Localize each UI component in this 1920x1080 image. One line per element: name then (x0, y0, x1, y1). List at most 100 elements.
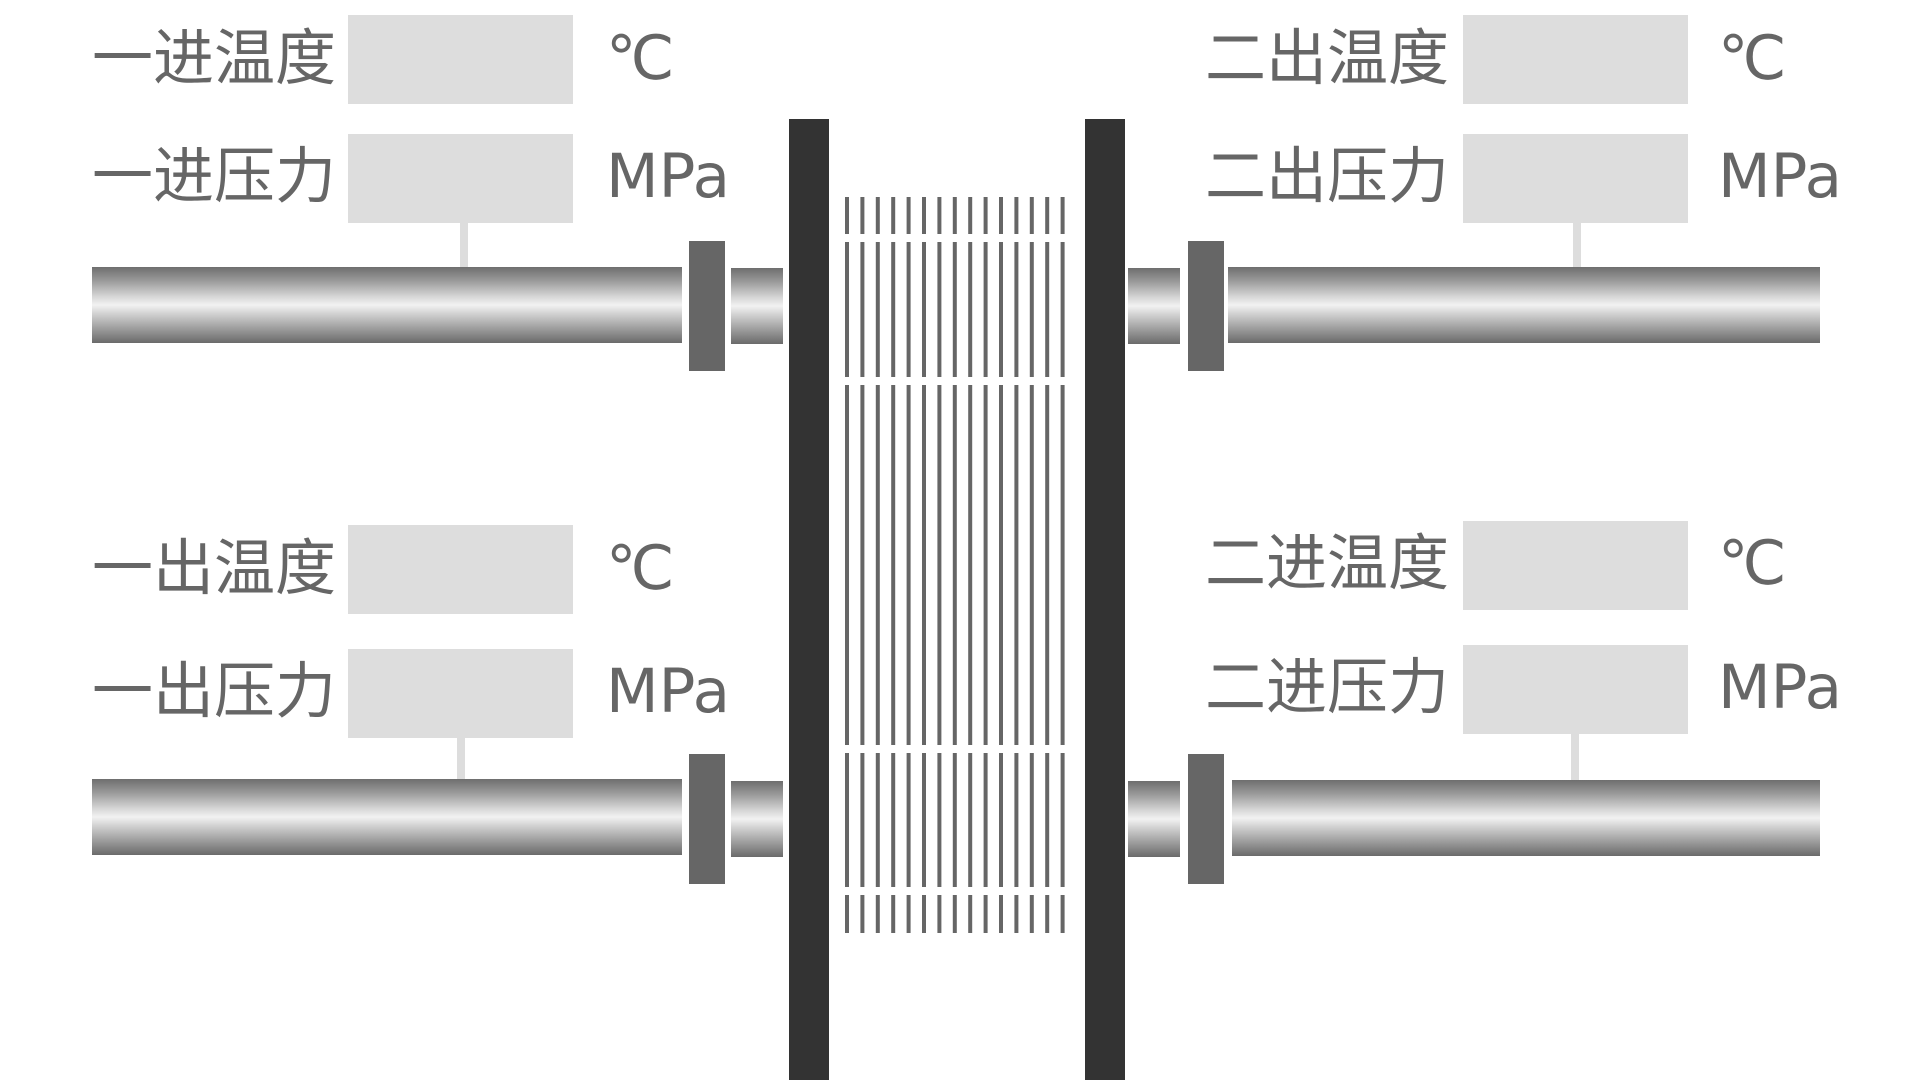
heat-transfer-plate (906, 242, 911, 377)
heat-transfer-plate (952, 753, 957, 887)
heat-transfer-plate (922, 895, 926, 933)
heat-transfer-plate (860, 753, 865, 887)
heat-transfer-plate (875, 242, 880, 377)
heat-transfer-plate (1060, 242, 1065, 377)
primary-inlet-pressure-value (348, 134, 573, 223)
primary-inlet-nozzle (731, 268, 783, 344)
heat-transfer-plate (860, 385, 865, 745)
heat-transfer-plate (999, 895, 1003, 933)
primary-outlet-temp-label: 一出温度 (92, 533, 337, 604)
heat-transfer-plate (968, 753, 973, 887)
heat-transfer-plate (999, 753, 1003, 887)
heat-transfer-plate (845, 895, 849, 933)
heat-transfer-plate (968, 385, 973, 745)
heat-transfer-plate (999, 242, 1003, 377)
primary-inlet-pressure-unit: MPa (606, 141, 731, 212)
heat-transfer-plate (1029, 242, 1034, 377)
heat-transfer-plate (1045, 753, 1050, 887)
primary-inlet-pressure-label: 一进压力 (92, 141, 337, 212)
heat-transfer-plate (983, 197, 988, 234)
heat-transfer-plate (922, 753, 926, 887)
heat-transfer-plate (983, 753, 988, 887)
heat-transfer-plate (860, 895, 865, 933)
primary-inlet-flange (689, 241, 725, 371)
heat-transfer-plate (891, 197, 896, 234)
heat-transfer-plate (1045, 197, 1050, 234)
heat-transfer-plate (952, 197, 957, 234)
heat-transfer-plate (922, 242, 926, 377)
heat-transfer-plate (968, 197, 973, 234)
heat-transfer-plate (891, 753, 896, 887)
heat-transfer-plate (875, 197, 880, 234)
heat-transfer-plate (999, 385, 1003, 745)
secondary-inlet-temp-value (1463, 521, 1688, 610)
secondary-outlet-temp-value (1463, 15, 1688, 104)
primary-outlet-temp-unit: ℃ (606, 533, 675, 604)
heat-transfer-plate (983, 895, 988, 933)
heat-transfer-plate (968, 895, 973, 933)
primary-inlet-sensor-stem (460, 223, 468, 269)
heat-transfer-plate (1045, 242, 1050, 377)
primary-outlet-pipe (92, 779, 682, 855)
primary-inlet-temp-value (348, 15, 573, 104)
secondary-outlet-pressure-value (1463, 134, 1688, 223)
heat-transfer-plate (891, 895, 896, 933)
primary-outlet-pressure-value (348, 649, 573, 738)
heat-transfer-plate (1029, 895, 1034, 933)
secondary-inlet-pipe (1232, 780, 1820, 856)
heat-transfer-plate (1060, 753, 1065, 887)
heat-transfer-plate (952, 242, 957, 377)
secondary-inlet-temp-unit: ℃ (1718, 528, 1787, 599)
heat-transfer-plate (1029, 753, 1034, 887)
primary-outlet-flange (689, 754, 725, 884)
heat-transfer-plate (1045, 385, 1050, 745)
primary-inlet-pipe (92, 267, 682, 343)
heat-transfer-plate (983, 242, 988, 377)
heat-transfer-plate (937, 242, 942, 377)
heat-transfer-plate (875, 385, 880, 745)
movable-pressure-plate (1085, 119, 1125, 1080)
heat-transfer-plate (937, 895, 942, 933)
heat-transfer-plate (1060, 385, 1065, 745)
heat-transfer-plate (845, 197, 849, 234)
heat-transfer-plate (845, 753, 849, 887)
secondary-outlet-pressure-unit: MPa (1718, 141, 1843, 212)
heat-transfer-plate (1060, 895, 1065, 933)
primary-outlet-pressure-label: 一出压力 (92, 656, 337, 727)
secondary-inlet-nozzle (1128, 781, 1180, 857)
heat-transfer-plate (937, 385, 942, 745)
heat-transfer-plate (891, 242, 896, 377)
heat-transfer-plate (1014, 753, 1019, 887)
secondary-inlet-pressure-unit: MPa (1718, 652, 1843, 723)
heat-transfer-plate (1060, 197, 1065, 234)
secondary-inlet-pressure-label: 二进压力 (1205, 652, 1450, 723)
primary-outlet-nozzle (731, 781, 783, 857)
primary-inlet-temp-unit: ℃ (606, 23, 675, 94)
heat-transfer-plate (845, 242, 849, 377)
secondary-outlet-temp-unit: ℃ (1718, 23, 1787, 94)
primary-outlet-pressure-unit: MPa (606, 656, 731, 727)
heat-transfer-plate (983, 385, 988, 745)
heat-transfer-plate (1029, 385, 1034, 745)
secondary-inlet-flange (1188, 754, 1224, 884)
heat-transfer-plate (1014, 385, 1019, 745)
heat-transfer-plate (875, 753, 880, 887)
heat-transfer-plate (1014, 895, 1019, 933)
secondary-outlet-flange (1188, 241, 1224, 371)
plate-pack (845, 197, 1065, 933)
fixed-frame-plate (789, 119, 829, 1080)
primary-outlet-sensor-stem (457, 738, 465, 782)
heat-transfer-plate (891, 385, 896, 745)
heat-transfer-plate (1045, 895, 1050, 933)
heat-transfer-plate (906, 197, 911, 234)
secondary-inlet-pressure-value (1463, 645, 1688, 734)
heat-transfer-plate (860, 197, 865, 234)
heat-transfer-plate (922, 197, 926, 234)
heat-transfer-plate (906, 895, 911, 933)
heat-transfer-plate (1014, 197, 1019, 234)
secondary-outlet-sensor-stem (1573, 223, 1581, 269)
primary-outlet-temp-value (348, 525, 573, 614)
heat-transfer-plate (922, 385, 926, 745)
heat-transfer-plate (937, 197, 942, 234)
